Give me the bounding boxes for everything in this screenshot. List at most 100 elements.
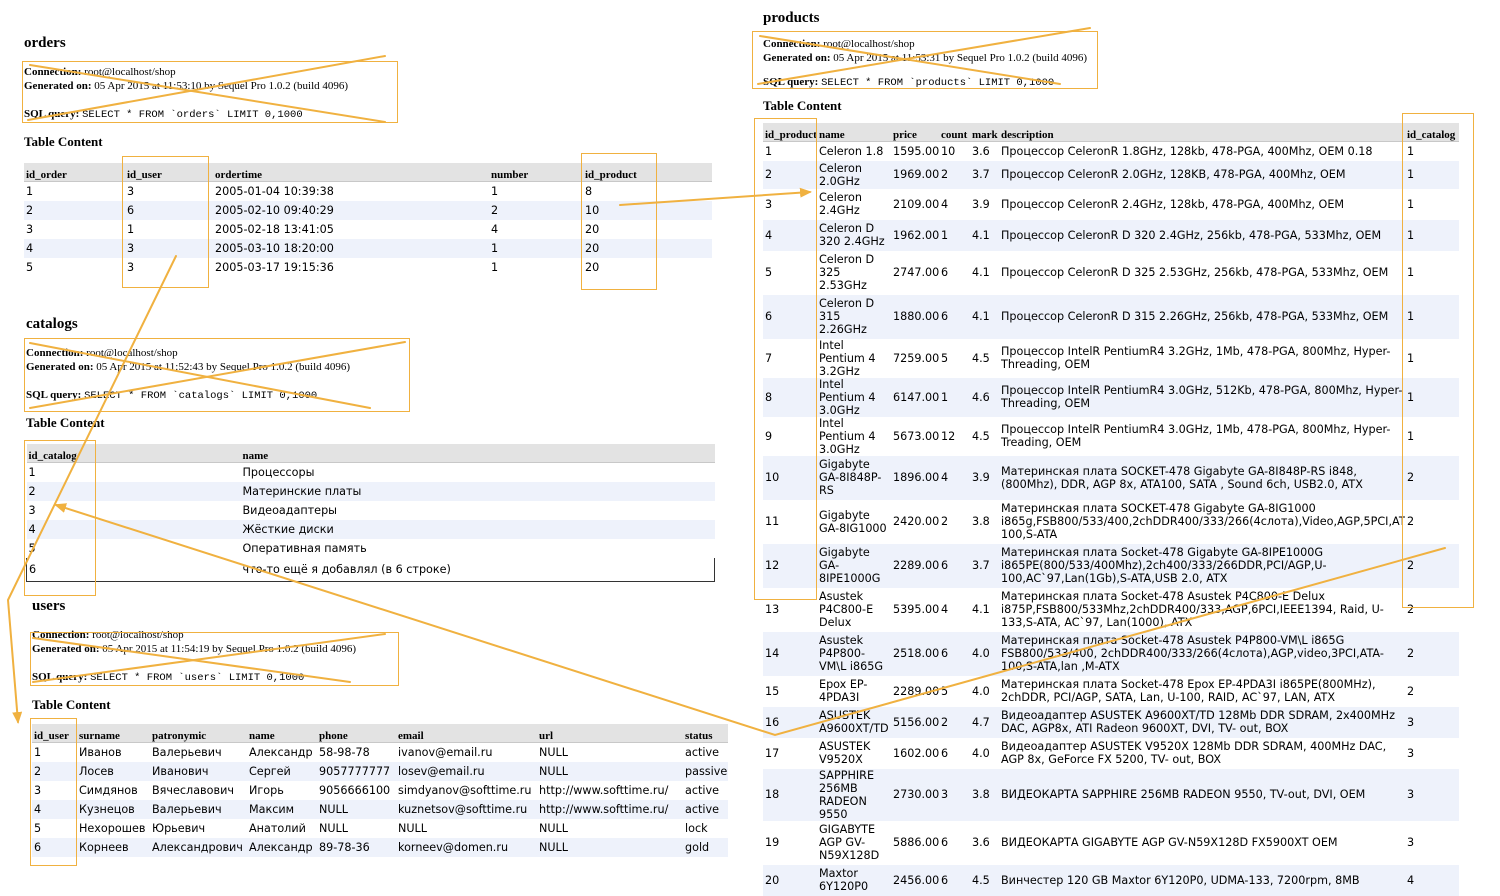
products-cell-name: Gigabyte GA-8IG1000 <box>817 499 891 544</box>
users-cell-name: Александр <box>247 742 317 762</box>
orders-col-id-product: id_product <box>583 163 712 182</box>
orders-cell-ordertime: 2005-02-10 09:40:29 <box>213 200 489 220</box>
products-col-id-catalog: id_catalog <box>1405 123 1459 142</box>
catalogs-cell-name: что-то ещё я добавлял (в 6 строке) <box>240 557 715 582</box>
products-cell-mark: 3.6 <box>970 141 999 161</box>
products-cell-mark: 4.0 <box>970 631 999 676</box>
orders-conn-value: root@localhost/shop <box>84 66 176 78</box>
orders-cell-number: 1 <box>489 257 583 277</box>
users-col-id-user: id_user <box>32 724 77 743</box>
catalogs-table-content-label: Table Content <box>26 415 105 430</box>
catalogs-cell-id-catalog: 6 <box>26 557 241 582</box>
products-cell-description: Процессор CeleronR 1.8GHz, 128kb, 478-PG… <box>999 141 1405 161</box>
products-info: Connection: root@localhost/shop Generate… <box>763 37 1103 90</box>
orders-title: orders <box>24 35 66 51</box>
catalogs-cell-id-catalog: 5 <box>26 538 241 558</box>
products-cell-name: Intel Pentium 4 3.0GHz <box>817 416 891 456</box>
products-col-count: count <box>939 123 970 142</box>
products-cell-name: Celeron D 320 2.4GHz <box>817 219 891 251</box>
products-cell-mark: 3.9 <box>970 455 999 500</box>
orders-cell-id-order: 2 <box>24 200 125 220</box>
products-cell-id-product: 16 <box>763 706 817 738</box>
products-cell-price: 7259.00 <box>891 338 939 378</box>
products-cell-id-product: 9 <box>763 416 817 456</box>
products-cell-id-catalog: 1 <box>1405 338 1459 378</box>
orders-info: Connection: root@localhost/shop Generate… <box>24 65 394 122</box>
products-cell-description: Процессор CeleronR D 320 2.4GHz, 256kb, … <box>999 219 1405 251</box>
products-sql-value: SELECT * FROM `products` LIMIT 0,1000 <box>821 77 1055 89</box>
products-cell-count: 6 <box>939 294 970 339</box>
products-cell-mark: 4.1 <box>970 219 999 251</box>
products-cell-mark: 3.7 <box>970 543 999 588</box>
products-cell-price: 5673.00 <box>891 416 939 456</box>
users-col-patronymic: patronymic <box>150 724 247 743</box>
users-cell-phone: NULL <box>317 799 396 819</box>
users-cell-status: active <box>683 780 728 800</box>
products-cell-name: Gigabyte GA-8I848P-RS <box>817 455 891 500</box>
orders-table-content-label: Table Content <box>24 134 103 149</box>
products-col-mark: mark <box>970 123 999 142</box>
users-cell-patronymic: Юрьевич <box>150 818 247 838</box>
products-cell-price: 2730.00 <box>891 768 939 821</box>
products-conn-value: root@localhost/shop <box>823 38 915 50</box>
products-gen-label: Generated on: <box>763 52 831 64</box>
orders-col-id-order: id_order <box>24 163 125 182</box>
orders-cell-id-product: 8 <box>583 181 712 201</box>
orders-cell-id-user: 1 <box>125 219 213 239</box>
products-cell-count: 2 <box>939 160 970 189</box>
users-cell-surname: Лосев <box>77 761 150 781</box>
products-cell-id-catalog: 2 <box>1405 587 1459 632</box>
users-col-status: status <box>683 724 728 743</box>
users-cell-status: active <box>683 799 728 819</box>
orders-col-number: number <box>489 163 583 182</box>
users-cell-email: losev@email.ru <box>396 761 537 781</box>
catalogs-gen-value: 05 Apr 2015 at 11:52:43 by Sequel Pro 1.… <box>96 361 351 373</box>
orders-cell-id-order: 5 <box>24 257 125 277</box>
products-cell-description: Материнская плата SOCKET-478 Gigabyte GA… <box>999 455 1405 500</box>
products-cell-mark: 3.8 <box>970 768 999 821</box>
products-col-name: name <box>817 123 891 142</box>
orders-cell-id-order: 4 <box>24 238 125 258</box>
users-cell-name: Анатолий <box>247 818 317 838</box>
products-cell-id-product: 20 <box>763 864 817 896</box>
products-cell-mark: 4.5 <box>970 416 999 456</box>
users-cell-url: NULL <box>537 742 683 762</box>
products-cell-description: Материнская плата Socket-478 Asustek P4P… <box>999 631 1405 676</box>
catalogs-col-id-catalog: id_catalog <box>26 444 241 463</box>
products-cell-id-product: 17 <box>763 737 817 769</box>
catalogs-cell-name: Процессоры <box>240 462 715 482</box>
products-cell-count: 10 <box>939 141 970 161</box>
products-cell-id-product: 3 <box>763 188 817 220</box>
products-cell-description: Видеоадаптер ASUSTEK A9600XT/TD 128Mb DD… <box>999 706 1405 738</box>
products-cell-count: 5 <box>939 675 970 707</box>
products-cell-id-product: 13 <box>763 587 817 632</box>
products-cell-count: 12 <box>939 416 970 456</box>
users-cell-email: kuznetsov@softtime.ru <box>396 799 537 819</box>
orders-cell-id-product: 20 <box>583 257 712 277</box>
products-cell-count: 6 <box>939 864 970 896</box>
products-cell-name: Celeron 2.4GHz <box>817 188 891 220</box>
catalogs-cell-id-catalog: 3 <box>26 500 241 520</box>
users-cell-id-user: 5 <box>32 818 77 838</box>
users-title: users <box>32 598 66 614</box>
products-cell-mark: 4.0 <box>970 675 999 707</box>
products-cell-id-catalog: 1 <box>1405 141 1459 161</box>
products-cell-id-product: 12 <box>763 543 817 588</box>
users-cell-phone: 89-78-36 <box>317 837 396 857</box>
products-cell-count: 3 <box>939 768 970 821</box>
products-cell-description: Процессор IntelR PentiumR4 3.2GHz, 1Mb, … <box>999 338 1405 378</box>
users-cell-id-user: 1 <box>32 742 77 762</box>
